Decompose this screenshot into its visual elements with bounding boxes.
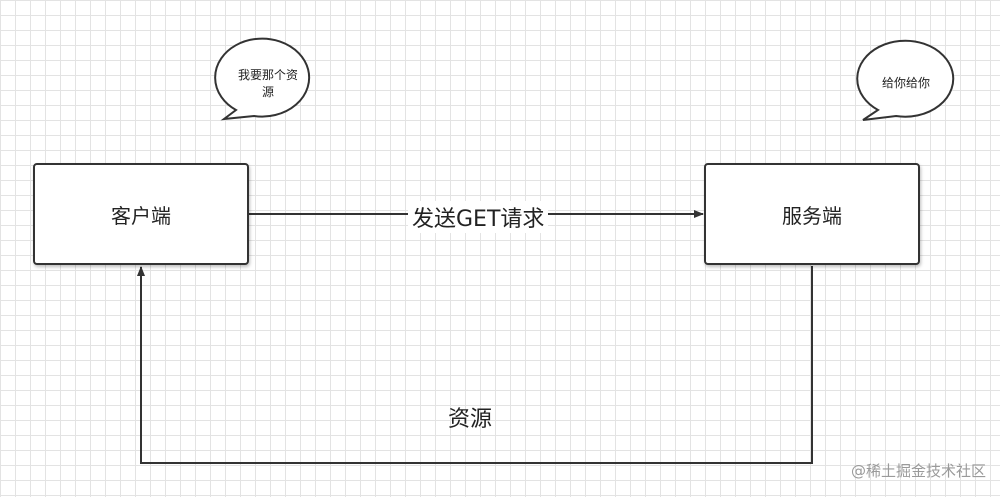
client-bubble-line-2: 源: [261, 85, 274, 99]
watermark: @稀土掘金技术社区: [850, 462, 986, 480]
client-node-label: 客户端: [111, 203, 171, 228]
response-arrow: [137, 266, 813, 464]
server-bubble-text: 给你给你: [881, 76, 930, 90]
response-label: 资源: [448, 407, 493, 432]
server-node-label: 服务端: [782, 203, 842, 228]
client-speech-bubble: [214, 37, 311, 121]
server-node: 服务端: [704, 163, 920, 265]
client-bubble-text: 我要那个资 源: [228, 67, 308, 101]
client-node: 客户端: [33, 163, 249, 265]
server-speech-bubble: [856, 39, 955, 121]
client-bubble-line-1: 我要那个资: [237, 68, 298, 82]
request-label: 发送GET请求: [408, 201, 549, 233]
